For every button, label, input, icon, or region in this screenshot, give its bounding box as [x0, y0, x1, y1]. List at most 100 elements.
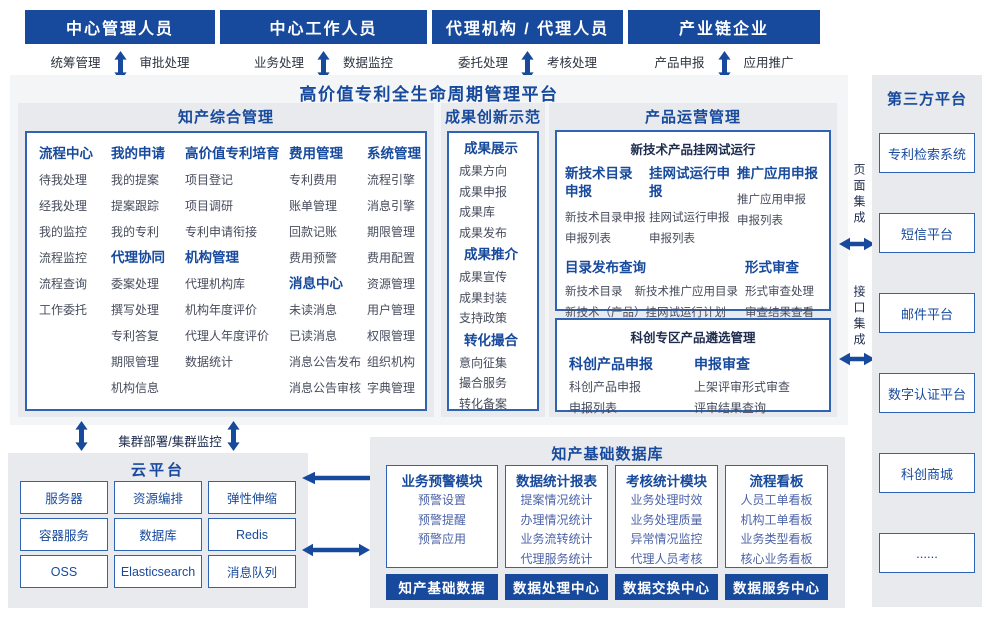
- trial-run-column: 新技术目录申报新技术目录申报申报列表: [565, 165, 646, 250]
- db-module-item: 业务流转统计: [520, 532, 593, 546]
- achievement-group: 成果展示成果方向成果申报成果库成果发布: [459, 137, 537, 243]
- menu-column: 我的申请我的提案提案跟踪我的专利代理协同委案处理撰写处理专利答复期限管理机构信息: [111, 141, 185, 409]
- group-header: 形式审查: [745, 260, 799, 275]
- group-item: 申报列表: [569, 401, 618, 415]
- group-header: 目录发布查询: [565, 260, 646, 275]
- trial-run-column: 挂网试运行申报挂网试运行申报申报列表: [649, 165, 733, 250]
- group-item: 期限管理: [367, 225, 416, 239]
- group-item: 机构信息: [111, 381, 160, 395]
- db-module-header: 考核统计模块: [626, 474, 707, 489]
- trial-run-columns: 新技术目录申报新技术目录申报申报列表挂网试运行申报挂网试运行申报申报列表推广应用…: [557, 158, 829, 250]
- db-module-item: 代理服务统计: [520, 551, 593, 566]
- actor-left-label: 委托处理: [457, 55, 508, 70]
- group-item: 专利答复: [111, 329, 160, 343]
- section-product-operation: 产品运营管理 新技术产品挂网试运行 新技术目录申报新技术目录申报申报列表挂网试运…: [549, 103, 837, 417]
- group-item: 我的监控: [39, 225, 88, 239]
- ip-database-title: 知产基础数据库: [551, 446, 664, 463]
- group-item: 转化备案: [459, 396, 508, 411]
- group-item: 成果方向: [459, 164, 508, 178]
- third-party-box: 数字认证平台: [879, 373, 975, 413]
- db-module-item: 核心业务看板: [740, 551, 813, 566]
- cloud-service-box: Redis: [208, 518, 296, 551]
- trial-run-box: 新技术产品挂网试运行 新技术目录申报新技术目录申报申报列表挂网试运行申报挂网试运…: [555, 130, 831, 319]
- db-center-box: 数据交换中心: [615, 574, 718, 600]
- section-achievement-innovation: 成果创新示范 成果展示成果方向成果申报成果库成果发布成果推介成果宣传成果封装支持…: [441, 103, 545, 417]
- third-party-title: 第三方平台: [886, 91, 967, 108]
- group-header: 推广应用申报: [737, 166, 818, 181]
- arrow-left-icon: [302, 471, 370, 485]
- group-item: 组织机构: [367, 355, 416, 369]
- group-item: 我的专利: [111, 225, 160, 239]
- selection-column: 申报审查上架评审形式审查评审结果查询: [694, 351, 790, 419]
- group-item: 新技术目录申报: [565, 212, 646, 224]
- double-arrow-horizontal-icon: [302, 543, 370, 557]
- db-center-box: 数据服务中心: [725, 574, 828, 600]
- group-item: 申报列表: [649, 233, 695, 245]
- actor-left-label: 统筹管理: [50, 55, 101, 70]
- actor-left-label: 产品申报: [654, 55, 705, 70]
- db-module-item: 业务类型看板: [740, 532, 813, 546]
- group-header: 转化撮合: [464, 332, 518, 348]
- trial-run-box-title: 新技术产品挂网试运行: [630, 143, 756, 157]
- group-header: 流程中心: [39, 146, 93, 161]
- cloud-platform-title: 云平台: [130, 462, 185, 479]
- section-title: 知产综合管理: [177, 109, 274, 126]
- group-item: 成果宣传: [459, 270, 508, 284]
- cloud-service-box: OSS: [20, 555, 108, 588]
- db-module-item: 业务处理时效: [630, 493, 703, 507]
- db-module-header: 流程看板: [749, 474, 804, 489]
- group-item: 成果发布: [459, 225, 508, 240]
- group-item: 申报列表: [737, 215, 783, 227]
- group-item: 工作委托: [39, 303, 88, 317]
- catalog-publish-group: 目录发布查询 新技术目录新技术推广应用目录新技术（产品）挂网试运行计划: [565, 259, 739, 324]
- double-arrow-horizontal-icon: [839, 352, 875, 366]
- group-item: 项目调研: [185, 199, 234, 213]
- formal-review-group: 形式审查 形式审查处理审查结果查看: [745, 259, 823, 324]
- group-item: 撮合服务: [459, 376, 508, 390]
- group-header: 申报审查: [694, 356, 750, 372]
- trial-run-column: 推广应用申报推广应用申报申报列表: [737, 165, 821, 250]
- db-module-item: 异常情况监控: [630, 532, 703, 546]
- actor-header: 代理机构 / 代理人员: [432, 10, 623, 44]
- group-item: 已读消息: [289, 329, 338, 343]
- group-header: 成果推介: [464, 247, 518, 262]
- ip-database-panel: 知产基础数据库 业务预警模块预警设置预警提醒预警应用数据统计报表提案情况统计办理…: [370, 437, 845, 608]
- menu-column: 系统管理流程引擎消息引擎期限管理费用配置资源管理用户管理权限管理组织机构字典管理: [367, 141, 421, 409]
- group-item: 回款记账: [289, 225, 338, 239]
- db-module-item: 预警提醒: [417, 512, 466, 527]
- double-arrow-vertical-icon: [75, 421, 88, 451]
- double-arrow-vertical-icon: [717, 51, 731, 81]
- integration-page-label: 页面集成: [852, 163, 866, 227]
- group-item: 审查结果查看: [745, 307, 814, 319]
- double-arrow-horizontal-icon: [839, 237, 875, 251]
- selection-column: 科创产品申报科创产品申报申报列表: [569, 351, 694, 419]
- group-item: 撰写处理: [111, 303, 160, 317]
- cloud-service-box: 消息队列: [208, 555, 296, 588]
- actor-right-label: 数据监控: [343, 55, 394, 70]
- group-item: 形式审查处理: [745, 286, 814, 298]
- cluster-label: 集群部署/集群监控: [118, 435, 222, 449]
- group-item: 资源管理: [367, 277, 416, 291]
- group-item: 字典管理: [367, 381, 416, 395]
- group-item: 待我处理: [39, 173, 88, 187]
- selection-box: 科创专区产品遴选管理 科创产品申报科创产品申报申报列表申报审查上架评审形式审查评…: [555, 318, 831, 415]
- third-party-panel: 第三方平台 专利检索系统短信平台邮件平台数字认证平台科创商城......: [872, 75, 982, 607]
- menu-column: 流程中心待我处理经我处理我的监控流程监控流程查询工作委托: [39, 141, 111, 409]
- group-item: 新技术目录: [565, 286, 623, 298]
- actor-label-row: 产品申报应用推广: [628, 46, 820, 81]
- group-item: 专利申请衔接: [185, 225, 258, 239]
- group-item: 新技术（产品）挂网试运行计划: [565, 307, 726, 319]
- db-module-item: 业务处理质量: [630, 512, 703, 527]
- cloud-service-box: Elasticsearch: [114, 555, 202, 588]
- cloud-service-box: 服务器: [20, 481, 108, 514]
- menu-column: 费用管理专利费用账单管理回款记账费用预警消息中心未读消息已读消息消息公告发布消息…: [289, 141, 367, 409]
- group-header: 机构管理: [185, 250, 239, 265]
- group-item: 科创产品申报: [569, 380, 642, 394]
- cloud-service-box: 数据库: [114, 518, 202, 551]
- group-item: 账单管理: [289, 199, 338, 213]
- group-item: 期限管理: [111, 355, 160, 369]
- actor-right-label: 考核处理: [547, 55, 598, 70]
- double-arrow-vertical-icon: [521, 51, 534, 81]
- group-item: 消息公告发布: [289, 355, 362, 369]
